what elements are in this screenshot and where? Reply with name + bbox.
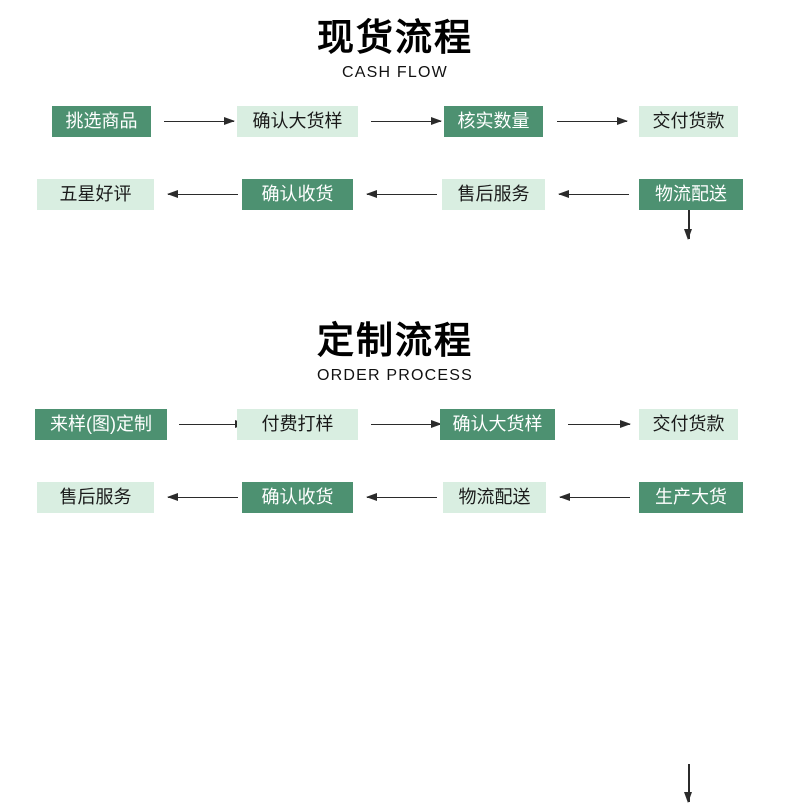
flow-row: 售后服务 确认收货 物流配送 生产大货: [0, 481, 790, 544]
arrow-head: [558, 189, 569, 198]
flow-node[interactable]: 交付货款: [639, 105, 738, 137]
flow-node[interactable]: 确认收货: [242, 178, 353, 210]
flow-node[interactable]: 物流配送: [443, 481, 546, 513]
arrow-right-icon: [164, 116, 235, 127]
flow-section-cash-flow: 现货流程 CASH FLOW 挑选商品 确认大货样 核实数量 交付货款 五星好评: [0, 0, 790, 289]
arrow-head: [620, 419, 631, 428]
arrow-shaft: [688, 201, 690, 239]
title-chinese: 现货流程: [317, 17, 473, 58]
arrow-shaft: [179, 423, 245, 426]
flow-node[interactable]: 交付货款: [639, 408, 738, 440]
flow-row: 挑选商品 确认大货样 核实数量 交付货款: [0, 105, 790, 168]
arrow-shaft: [164, 120, 234, 123]
arrow-left-icon: [366, 492, 437, 503]
arrow-shaft: [367, 496, 437, 499]
arrow-right-icon: [568, 419, 631, 430]
arrow-down-icon: [683, 201, 694, 240]
flow-node[interactable]: 五星好评: [37, 178, 154, 210]
flow-node[interactable]: 确认大货样: [237, 105, 358, 137]
flow-row: 来样(图)定制 付费打样 确认大货样 交付货款: [0, 408, 790, 471]
arrow-head: [167, 189, 178, 198]
arrow-head: [366, 189, 377, 198]
arrow-shaft: [371, 423, 441, 426]
arrow-head: [684, 792, 692, 803]
arrow-left-icon: [366, 189, 437, 200]
section-title-order-process: 定制流程 ORDER PROCESS: [0, 289, 790, 385]
arrow-shaft: [168, 193, 238, 196]
flow-node[interactable]: 来样(图)定制: [35, 408, 167, 440]
arrow-left-icon: [558, 189, 629, 200]
title-english: ORDER PROCESS: [316, 366, 474, 384]
flow-node[interactable]: 确认收货: [242, 481, 353, 513]
arrow-shaft: [371, 120, 441, 123]
flow-node[interactable]: 核实数量: [444, 105, 543, 137]
flow-row: 五星好评 确认收货 售后服务 物流配送: [0, 178, 790, 241]
title-english: CASH FLOW: [342, 63, 448, 81]
flow-node[interactable]: 售后服务: [442, 178, 545, 210]
arrow-head: [366, 492, 377, 501]
arrow-right-icon: [371, 419, 442, 430]
arrow-head: [617, 116, 628, 125]
arrow-left-icon: [167, 189, 238, 200]
arrow-shaft: [168, 496, 238, 499]
flow-section-order-process: 定制流程 ORDER PROCESS 来样(图)定制 付费打样 确认大货样 交付…: [0, 289, 790, 803]
arrow-head: [167, 492, 178, 501]
arrow-shaft: [568, 423, 630, 426]
arrow-down-icon: [683, 764, 694, 803]
flow-node[interactable]: 生产大货: [639, 481, 743, 513]
arrow-right-icon: [179, 419, 246, 430]
arrow-head: [684, 229, 692, 240]
arrow-left-icon: [559, 492, 630, 503]
arrow-head: [431, 116, 442, 125]
arrow-shaft: [560, 496, 630, 499]
arrow-right-icon: [371, 116, 442, 127]
arrow-left-icon: [167, 492, 238, 503]
title-chinese: 定制流程: [317, 320, 473, 361]
arrow-shaft: [367, 193, 437, 196]
section-title-cash-flow: 现货流程 CASH FLOW: [0, 0, 790, 82]
arrow-right-icon: [557, 116, 628, 127]
arrow-head: [431, 419, 442, 428]
arrow-shaft: [557, 120, 627, 123]
arrow-shaft: [559, 193, 629, 196]
arrow-head: [559, 492, 570, 501]
arrow-head: [224, 116, 235, 125]
flow-node[interactable]: 确认大货样: [440, 408, 555, 440]
flow-node[interactable]: 付费打样: [237, 408, 358, 440]
flow-node[interactable]: 挑选商品: [52, 105, 151, 137]
flow-node[interactable]: 售后服务: [37, 481, 154, 513]
flow-node[interactable]: 物流配送: [639, 178, 743, 210]
